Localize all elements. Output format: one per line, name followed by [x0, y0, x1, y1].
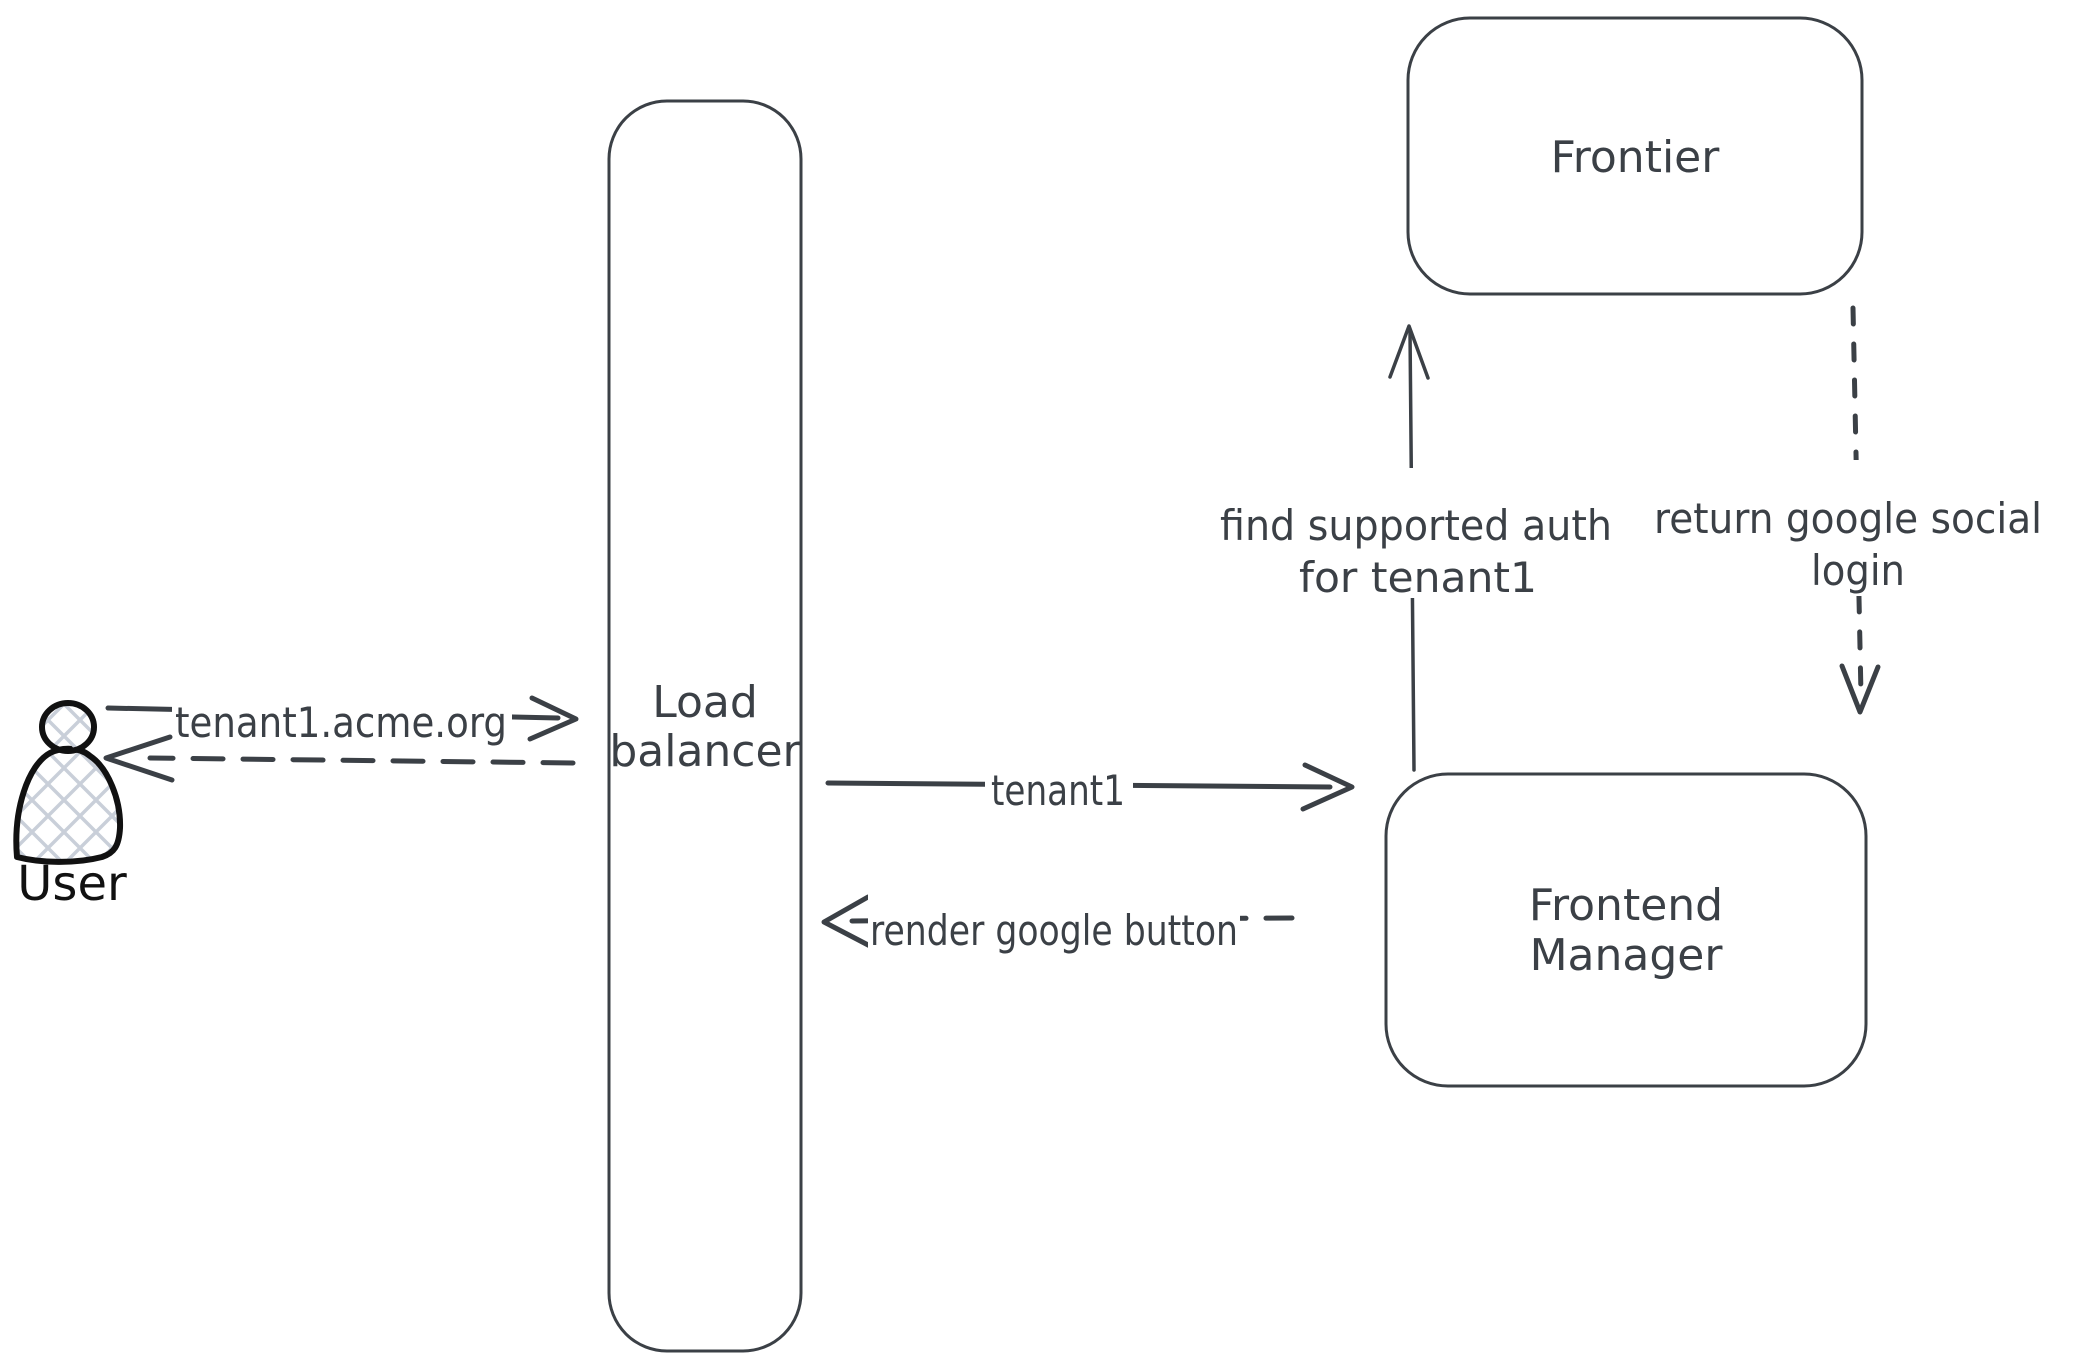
- load-balancer-shape: [607, 99, 803, 1353]
- arrow-response-to-user-line: [147, 755, 576, 766]
- arrow-up-icon: [1388, 324, 1430, 380]
- frontend-manager-shape: [1384, 772, 1868, 1088]
- frontier-label: Frontier: [1551, 132, 1721, 183]
- arrow-return-google-social-login: return google social login: [1652, 305, 2054, 715]
- arrow-right-icon: [1300, 762, 1355, 812]
- load-balancer-node: Load balancer: [607, 99, 803, 1353]
- arrow-down-icon: [1839, 663, 1881, 715]
- arrow-find-supported-auth-label-line1: find supported auth: [1220, 501, 1612, 550]
- arrow-tenant1-label: tenant1: [991, 766, 1125, 815]
- user-node: User: [13, 700, 127, 912]
- arrow-label-background: [1652, 460, 2054, 596]
- arrow-left-icon: [821, 894, 873, 949]
- arrow-label-background: [985, 752, 1133, 814]
- frontier-shape: [1406, 16, 1864, 296]
- arrow-tenant1-acme-org: tenant1.acme.org: [105, 682, 579, 748]
- arrow-right-icon: [527, 695, 579, 742]
- frontend-manager-label-line2: Manager: [1530, 930, 1724, 981]
- arrow-tenant1: tenant1: [825, 752, 1355, 815]
- arrow-return-google-social-login-label-line1: return google social: [1654, 494, 2042, 543]
- arrow-label-background: [1214, 468, 1620, 598]
- arrow-label-background: [868, 880, 1240, 952]
- user-head-icon: [39, 700, 97, 754]
- load-balancer-label-line2: balancer: [609, 726, 801, 777]
- arrow-find-supported-auth: find supported auth for tenant1: [1214, 324, 1620, 772]
- user-label: User: [17, 856, 127, 912]
- arrow-render-google-button: render google button: [821, 880, 1295, 955]
- arrow-return-google-social-login-label-line2: login: [1811, 546, 1905, 595]
- arrow-tenant1-acme-org-label: tenant1.acme.org: [175, 698, 507, 747]
- user-icon: [13, 745, 124, 865]
- frontier-node: Frontier: [1406, 16, 1864, 296]
- arrow-render-google-button-label: render google button: [870, 906, 1238, 955]
- arrow-find-supported-auth-label-line2: for tenant1: [1299, 553, 1537, 602]
- load-balancer-label-line1: Load: [652, 677, 758, 728]
- arrow-label-background: [172, 682, 512, 748]
- arrow-response-to-user: [103, 734, 576, 783]
- frontend-manager-node: Frontend Manager: [1384, 772, 1868, 1088]
- frontend-manager-label-line1: Frontend: [1529, 880, 1723, 931]
- arrow-left-icon: [103, 734, 175, 783]
